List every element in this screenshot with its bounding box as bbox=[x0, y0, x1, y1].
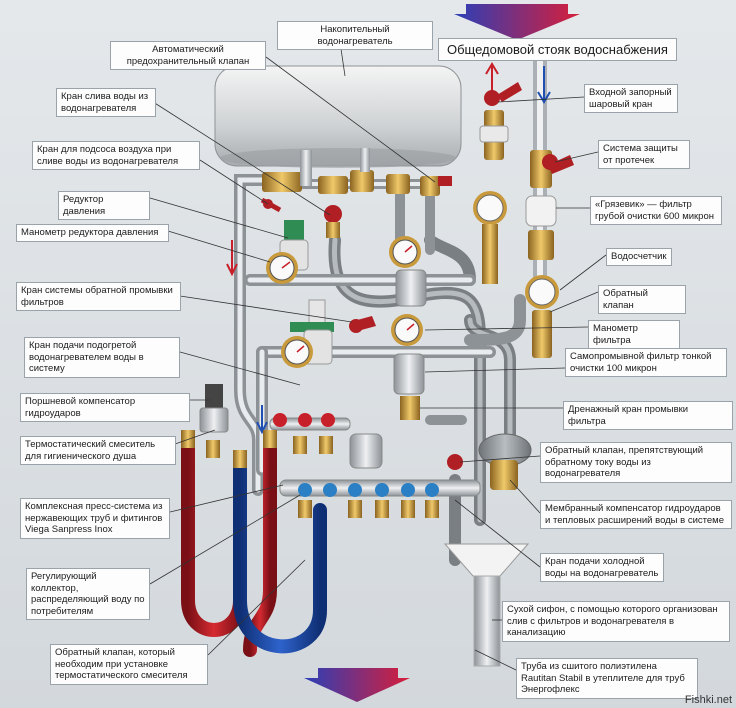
label-pressure-reducer: Редуктор давления bbox=[58, 191, 150, 220]
label-air-tap: Кран для подсоса воздуха при сливе воды … bbox=[32, 141, 200, 170]
water-heater-tank bbox=[214, 65, 462, 168]
riser-down-arrow bbox=[537, 66, 551, 104]
label-hammer-piston: Поршневой компенсатор гидроударов bbox=[20, 393, 190, 422]
label-check-valve: Обратный клапан bbox=[598, 285, 686, 314]
label-press-system: Комплексная пресс-система из нержавеющих… bbox=[20, 498, 170, 539]
label-pex-pipe: Труба из сшитого полиэтилена Rautitan St… bbox=[516, 658, 698, 699]
label-filter-drain-tap: Дренажный кран промывки фильтра bbox=[563, 401, 733, 430]
label-safety-valve: Автоматический предохранительный клапан bbox=[110, 41, 266, 70]
label-manifold: Регулирующий коллектор, распределяющий в… bbox=[26, 568, 150, 620]
label-storage-heater: Накопительный водонагреватель bbox=[277, 21, 433, 50]
label-leak-protection: Система защиты от протечек bbox=[598, 140, 690, 169]
label-reducer-gauge: Манометр редуктора давления bbox=[16, 224, 169, 242]
watermark: Fishki.net bbox=[684, 694, 732, 706]
pressure-reducers bbox=[266, 220, 463, 470]
label-riser: Общедомовой стояк водоснабжения bbox=[438, 38, 677, 61]
label-check-valve-mixer: Обратный клапан, который необходим при у… bbox=[50, 644, 208, 685]
label-heater-check-valve: Обратный клапан, препятствующий обратном… bbox=[540, 442, 732, 483]
label-siphon: Сухой сифон, с помощью которого организо… bbox=[502, 601, 730, 642]
label-coarse-filter: «Грязевик» — фильтр грубой очистки 600 м… bbox=[590, 196, 722, 225]
label-inlet-ball-valve: Входной запорный шаровый кран bbox=[584, 84, 678, 113]
label-water-meter: Водосчетчик bbox=[606, 248, 672, 266]
label-backflush-tap: Кран системы обратной промывки фильтров bbox=[16, 282, 181, 311]
label-filter-gauge: Манометр фильтра bbox=[588, 320, 680, 349]
leader-lines bbox=[149, 41, 607, 671]
membrane-compensator bbox=[478, 433, 532, 490]
label-thermo-mixer: Термостатический смеситель для гигиениче… bbox=[20, 436, 176, 465]
label-cold-supply-tap: Кран подачи холодной воды на водонагрева… bbox=[540, 553, 664, 582]
riser-valves bbox=[473, 82, 574, 358]
hot-flow-arrow bbox=[226, 240, 238, 277]
cold-water-hoses bbox=[233, 453, 439, 672]
label-fine-filter: Самопромывной фильтр тонкой очистки 100 … bbox=[565, 348, 727, 377]
label-hot-supply-tap: Кран подачи подогретой водонагревателем … bbox=[24, 337, 180, 378]
dry-siphon bbox=[443, 543, 530, 667]
label-membrane-comp: Мембранный компенсатор гидроударов и теп… bbox=[540, 500, 732, 529]
hose-fittings bbox=[181, 430, 439, 518]
label-drain-tap: Кран слива воды из водонагревателя bbox=[56, 88, 156, 117]
outflow-arrow bbox=[304, 668, 410, 702]
riser-inflow-arrow bbox=[454, 4, 580, 40]
cold-flow-arrow bbox=[256, 405, 268, 435]
